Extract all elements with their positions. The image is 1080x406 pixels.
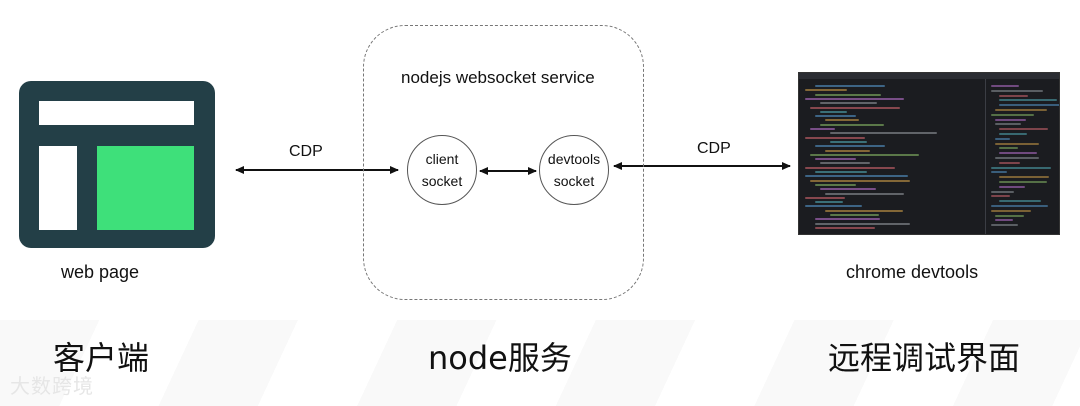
devtools-side-line: [999, 161, 1021, 164]
background-stripes: [0, 320, 1080, 406]
devtools-side-line: [991, 224, 1018, 227]
websocket-service-box: [363, 25, 644, 300]
devtools-toolbar: [799, 73, 1059, 79]
devtools-code-line: [805, 196, 846, 199]
devtools-side-line: [999, 181, 1048, 183]
web-page-sidebar-block: [39, 146, 77, 230]
devtools-side-line: [991, 195, 1011, 198]
devtools-code-line: [810, 179, 910, 182]
devtools-code-line: [820, 188, 877, 191]
devtools-side-line: [999, 176, 1050, 179]
devtools-side-line: [999, 152, 1037, 155]
devtools-side-line: [995, 219, 1014, 222]
devtools-code-line: [815, 171, 867, 173]
devtools-side-line: [999, 128, 1049, 131]
devtools-side-line: [999, 104, 1059, 107]
devtools-code-line: [825, 149, 871, 152]
devtools-socket-line2: socket: [553, 173, 595, 189]
devtools-socket-node: devtools socket: [539, 135, 609, 205]
devtools-code-line: [815, 93, 881, 96]
devtools-code-line: [815, 222, 911, 225]
devtools-code-line: [805, 175, 909, 178]
devtools-code-line: [820, 123, 884, 126]
devtools-side-line: [991, 85, 1020, 87]
devtools-code-line: [820, 110, 847, 113]
devtools-code-line: [805, 89, 847, 92]
devtools-code-line: [830, 214, 880, 216]
devtools-side-line: [991, 209, 1031, 212]
devtools-socket-line1: devtools: [547, 151, 601, 167]
devtools-code-line: [815, 201, 844, 204]
client-socket-node: client socket: [407, 135, 477, 205]
devtools-side-line: [995, 157, 1040, 159]
devtools-side-line: [995, 214, 1024, 217]
cdp-label-right: CDP: [697, 140, 731, 157]
devtools-side-line: [995, 118, 1027, 121]
devtools-side-line: [991, 166, 1051, 169]
devtools-side-line: [995, 123, 1021, 126]
devtools-code-line: [820, 102, 877, 105]
devtools-code-line: [810, 106, 901, 109]
section-title-node-service: node服务: [428, 339, 572, 377]
devtools-panel-divider: [985, 79, 986, 234]
devtools-code-line: [805, 205, 863, 208]
devtools-side-line: [999, 185, 1026, 188]
devtools-side-line: [991, 89, 1044, 92]
devtools-code-line: [805, 166, 895, 169]
devtools-side-line: [995, 142, 1040, 145]
web-page-caption: web page: [61, 262, 140, 282]
cdp-label-left: CDP: [289, 143, 323, 160]
devtools-side-line: [991, 205, 1049, 207]
web-page-content-block: [97, 146, 194, 230]
devtools-code-line: [825, 119, 860, 122]
devtools-code-line: [805, 97, 905, 100]
devtools-code-line: [815, 115, 857, 118]
devtools-code-line: [815, 85, 886, 87]
devtools-code-line: [820, 162, 870, 165]
devtools-side-line: [991, 171, 1008, 174]
section-title-remote-debug: 远程调试界面: [828, 339, 1021, 377]
devtools-code-line: [810, 153, 919, 156]
devtools-side-line: [995, 109, 1048, 111]
devtools-side-line: [999, 99, 1057, 102]
devtools-code-line: [805, 136, 865, 139]
chrome-devtools-caption: chrome devtools: [846, 262, 979, 282]
devtools-side-line: [999, 147, 1019, 150]
web-page-icon: [19, 81, 215, 248]
devtools-code-line: [825, 192, 904, 195]
devtools-side-line: [999, 94, 1028, 97]
section-title-client: 客户端: [53, 339, 150, 377]
client-socket-line2: socket: [421, 173, 463, 189]
service-box-title: nodejs websocket service: [401, 68, 595, 87]
chrome-devtools-screenshot: [798, 72, 1060, 235]
devtools-code-line: [815, 158, 856, 161]
devtools-code-line: [825, 209, 904, 212]
devtools-side-line: [999, 200, 1041, 203]
devtools-code-line: [815, 183, 857, 186]
devtools-side-line: [995, 137, 1011, 140]
devtools-code-line: [830, 140, 868, 143]
devtools-code-line: [815, 226, 875, 229]
web-page-header-block: [39, 101, 194, 125]
devtools-code-line: [815, 218, 880, 221]
devtools-code-line: [810, 128, 835, 130]
devtools-side-line: [991, 190, 1015, 193]
devtools-side-line: [999, 133, 1028, 135]
devtools-code-line: [815, 145, 885, 148]
client-socket-line1: client: [425, 151, 459, 167]
devtools-side-line: [991, 113, 1034, 116]
watermark: 大数跨境: [10, 374, 94, 398]
devtools-code-line: [830, 132, 938, 135]
